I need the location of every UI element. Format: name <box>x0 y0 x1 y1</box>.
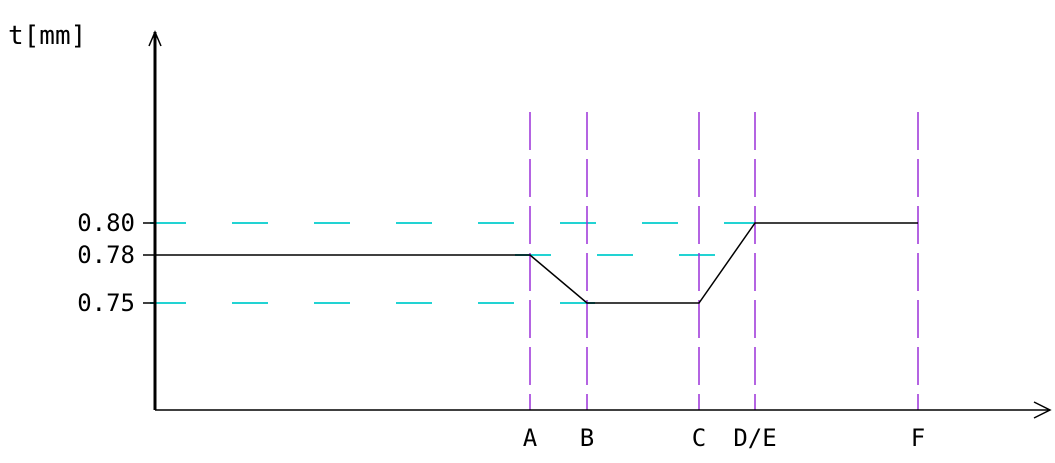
thickness-curve <box>155 222 918 304</box>
axes <box>148 30 1052 419</box>
y-axis-title: t[mm] <box>8 21 86 51</box>
marker-label-d-e: D/E <box>733 424 776 452</box>
y-tick-label-0-78: 0.78 <box>77 241 135 269</box>
y-tick-labels: 0.80 0.78 0.75 <box>77 209 155 317</box>
y-axis-arrow <box>148 30 162 47</box>
marker-label-b: B <box>580 424 594 452</box>
y-tick-label-0-80: 0.80 <box>77 209 135 237</box>
x-axis-arrow <box>1033 401 1052 419</box>
marker-label-c: C <box>692 424 706 452</box>
x-marker-labels: A B C D/E F <box>523 424 925 452</box>
marker-lines <box>529 112 919 410</box>
marker-label-a: A <box>523 424 538 452</box>
reference-lines <box>150 222 755 304</box>
y-tick-label-0-75: 0.75 <box>77 289 135 317</box>
marker-label-f: F <box>911 424 925 452</box>
